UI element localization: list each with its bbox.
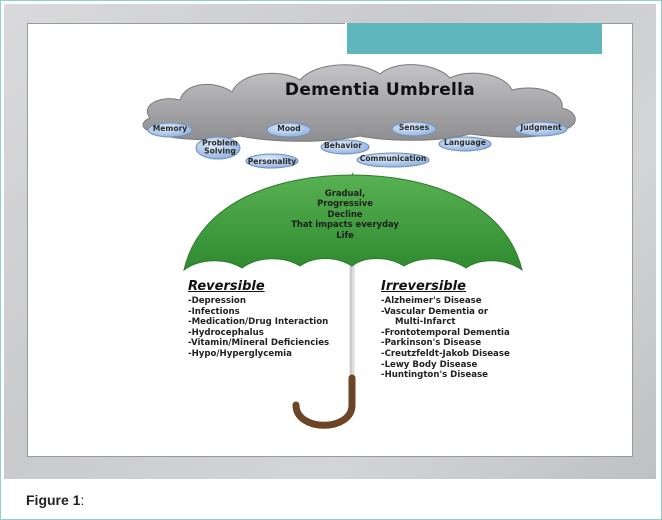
drop-label-personality: Personality — [247, 156, 297, 166]
drop-label-communication: Communication — [359, 153, 427, 163]
list-item: -Hydrocephalus — [188, 327, 264, 338]
drop-label-mood: Mood — [277, 123, 301, 133]
drop-label-problem: Problem Solving — [202, 138, 238, 156]
cloud — [142, 64, 576, 142]
drop-communication — [356, 152, 430, 168]
drop-behavior — [320, 139, 370, 155]
rain-drops — [147, 121, 568, 169]
drop-personality — [245, 153, 299, 169]
list-item: -Vascular Dementia or — [381, 306, 489, 317]
irreversible-title: Irreversible — [381, 279, 466, 294]
list-item: Multi-Infarct — [395, 317, 456, 328]
list-item: -Huntington's Disease — [381, 370, 488, 381]
list-item: -Alzheimer's Disease — [381, 296, 482, 306]
list-item: -Lewy Body Disease — [381, 359, 478, 370]
drop-problem — [195, 136, 241, 160]
list-item: -Depression — [188, 296, 246, 306]
caption-suffix: : — [80, 492, 85, 508]
drop-language — [438, 136, 492, 152]
drop-label-senses: Senses — [398, 122, 430, 132]
list-item: -Infections — [188, 306, 240, 317]
reversible-list: -Depression -Infections -Medication/Drug… — [188, 296, 329, 360]
drop-label-judgment: Judgment — [520, 122, 562, 132]
caption-label: Figure 1 — [26, 492, 81, 508]
umbrella-center-text: Gradual, Progressive Decline That impact… — [291, 188, 399, 240]
drop-label-memory: Memory — [152, 123, 188, 133]
umbrella-canopy — [183, 172, 523, 272]
drop-label-language: Language — [444, 137, 486, 147]
list-item: -Medication/Drug Interaction — [188, 317, 329, 328]
diagram-title: Dementia Umbrella — [284, 80, 476, 100]
list-item: -Hypo/Hyperglycemia — [188, 348, 292, 359]
irreversible-list: -Alzheimer's Disease -Vascular Dementia … — [381, 296, 510, 381]
drop-label-behavior: Behavior — [324, 140, 362, 150]
drop-senses — [391, 121, 437, 137]
drop-mood — [266, 122, 312, 138]
list-item: -Frontotemporal Dementia — [381, 327, 510, 338]
teal-accent-box — [345, 23, 602, 54]
drop-memory — [147, 122, 193, 138]
reversible-title: Reversible — [188, 279, 265, 294]
figure-caption: Figure 1: — [26, 492, 84, 508]
drop-judgment — [514, 121, 568, 137]
list-item: -Parkinson's Disease — [381, 338, 482, 349]
list-item: -Creutzfeldt-Jakob Disease — [381, 348, 510, 359]
list-item: -Vitamin/Mineral Deficiencies — [188, 338, 330, 349]
